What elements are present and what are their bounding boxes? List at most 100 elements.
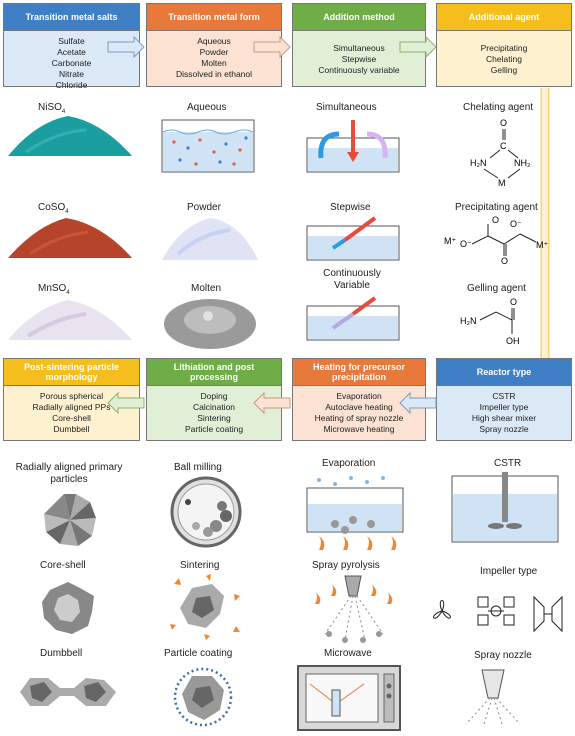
sintering-label: Sintering (180, 560, 220, 571)
sintering-image (170, 574, 240, 640)
cstr-image (451, 472, 559, 543)
list-item: Dissolved in ethanol (175, 69, 253, 79)
list-item: Acetate (57, 47, 86, 57)
box-items: Evaporation Autoclave heating Heating of… (293, 386, 425, 435)
box-title: Transition metal salts (4, 4, 139, 31)
coso4-powder-image (8, 218, 132, 258)
lithiation-box: Lithiation and post processing Doping Ca… (146, 358, 282, 441)
box-title: Addition method (293, 4, 425, 31)
box-items: Porous spherical Radially aligned PPs Co… (4, 386, 139, 435)
list-item: CSTR (492, 391, 516, 401)
svg-text:H₂N: H₂N (470, 158, 487, 168)
list-item: Autoclave heating (325, 402, 393, 412)
box-title: Transition metal form (147, 4, 281, 31)
particle-coating-image (173, 667, 233, 727)
list-item: Powder (199, 47, 229, 57)
coso4-label: CoSO4 (38, 202, 69, 215)
continuously-variable-label: Continuously Variable (323, 268, 381, 291)
list-item: Evaporation (336, 391, 382, 401)
aqueous-beaker-image (161, 119, 255, 173)
box-items: Sulfate Acetate Carbonate Nitrate Chlori… (4, 31, 139, 91)
list-item: Microwave heating (323, 424, 395, 434)
list-item: Radially aligned PPs (32, 402, 111, 412)
mnso4-label: MnSO4 (38, 283, 70, 296)
box-title: Lithiation and post processing (147, 359, 281, 386)
svg-text:O⁻: O⁻ (460, 239, 472, 249)
list-item: Heating of spray nozzle (314, 413, 404, 423)
list-item: Nitrate (58, 69, 85, 79)
list-item: Simultaneous (333, 43, 385, 53)
arrow-left-icon (399, 391, 437, 415)
list-item: Sintering (197, 413, 231, 423)
cstr-label: CSTR (494, 458, 522, 469)
list-item: Chloride (55, 80, 88, 90)
additional-agent-box: Additional agent Precipitating Chelating… (436, 3, 572, 87)
svg-text:O: O (492, 215, 499, 225)
aqueous-label: Aqueous (187, 102, 227, 113)
microwave-label: Microwave (324, 648, 372, 659)
radially-aligned-particle-image (44, 494, 96, 546)
list-item: Calcination (192, 402, 236, 412)
arrow-left-icon (107, 391, 145, 415)
list-item: Core-shell (52, 413, 91, 423)
list-item: Gelling (490, 65, 518, 75)
spray-pyrolysis-label: Spray pyrolysis (312, 560, 380, 571)
list-item: Carbonate (51, 58, 92, 68)
evaporation-label: Evaporation (322, 458, 376, 469)
reactor-type-box: Reactor type CSTR Impeller type High she… (436, 358, 572, 441)
svg-text:M⁺: M⁺ (444, 236, 456, 246)
box-title: Reactor type (437, 359, 571, 386)
arrow-right-icon (253, 35, 291, 59)
particle-coating-label: Particle coating (164, 648, 233, 659)
svg-text:NH₂: NH₂ (514, 158, 531, 168)
ball-milling-label: Ball milling (174, 462, 222, 473)
svg-text:M: M (498, 178, 506, 188)
list-item: Doping (200, 391, 228, 401)
list-item: Spray nozzle (479, 424, 529, 434)
radially-aligned-label: Radially aligned primary particles (15, 462, 123, 485)
list-item: Precipitating (480, 43, 528, 53)
list-item: Dumbbell (53, 424, 90, 434)
microwave-image (297, 665, 401, 731)
svg-text:O: O (510, 297, 517, 307)
molten-image (164, 299, 256, 349)
gelling-agent-structure: O H₂N OH (460, 297, 520, 346)
box-title: Additional agent (437, 4, 571, 31)
box-items: CSTR Impeller type High shear mixer Spra… (437, 386, 571, 435)
list-item: Porous spherical (39, 391, 104, 401)
niso4-label: NiSO4 (38, 102, 66, 115)
list-item: Impeller type (479, 402, 529, 412)
precipitating-agent-label: Precipitating agent (455, 202, 538, 213)
svg-text:M⁺: M⁺ (536, 240, 548, 250)
box-items: Simultaneous Stepwise Continuously varia… (293, 31, 425, 76)
spray-nozzle-label: Spray nozzle (474, 650, 532, 661)
continuously-variable-addition-image (306, 296, 400, 341)
list-item: Chelating (486, 54, 522, 64)
gelling-agent-label: Gelling agent (467, 283, 526, 294)
box-title: Post-sintering particle morphology (4, 359, 139, 386)
arrow-right-icon (107, 35, 145, 59)
box-title: Heating for precursor precipitation (293, 359, 425, 386)
stepwise-label: Stepwise (330, 202, 371, 213)
dumbbell-label: Dumbbell (40, 648, 83, 659)
list-item: Sulfate (58, 36, 85, 46)
spray-pyrolysis-image (315, 575, 393, 643)
list-item: Aqueous (197, 36, 231, 46)
svg-text:O: O (500, 118, 507, 128)
list-item: Stepwise (341, 54, 377, 64)
powder-label: Powder (187, 202, 221, 213)
impeller-type-label: Impeller type (480, 566, 538, 577)
niso4-powder-image (8, 116, 132, 156)
dumbbell-particle-image (20, 678, 116, 706)
powder-image (162, 218, 258, 260)
spray-nozzle-image (465, 669, 521, 725)
simultaneous-label: Simultaneous (316, 102, 377, 113)
list-item: Continuously variable (318, 65, 400, 75)
box-items: Precipitating Chelating Gelling (437, 31, 571, 76)
list-item: Molten (201, 58, 227, 68)
core-shell-label: Core-shell (40, 560, 86, 571)
impeller-types-image (433, 595, 563, 633)
molten-label: Molten (191, 283, 222, 294)
core-shell-particle-image (42, 582, 94, 634)
